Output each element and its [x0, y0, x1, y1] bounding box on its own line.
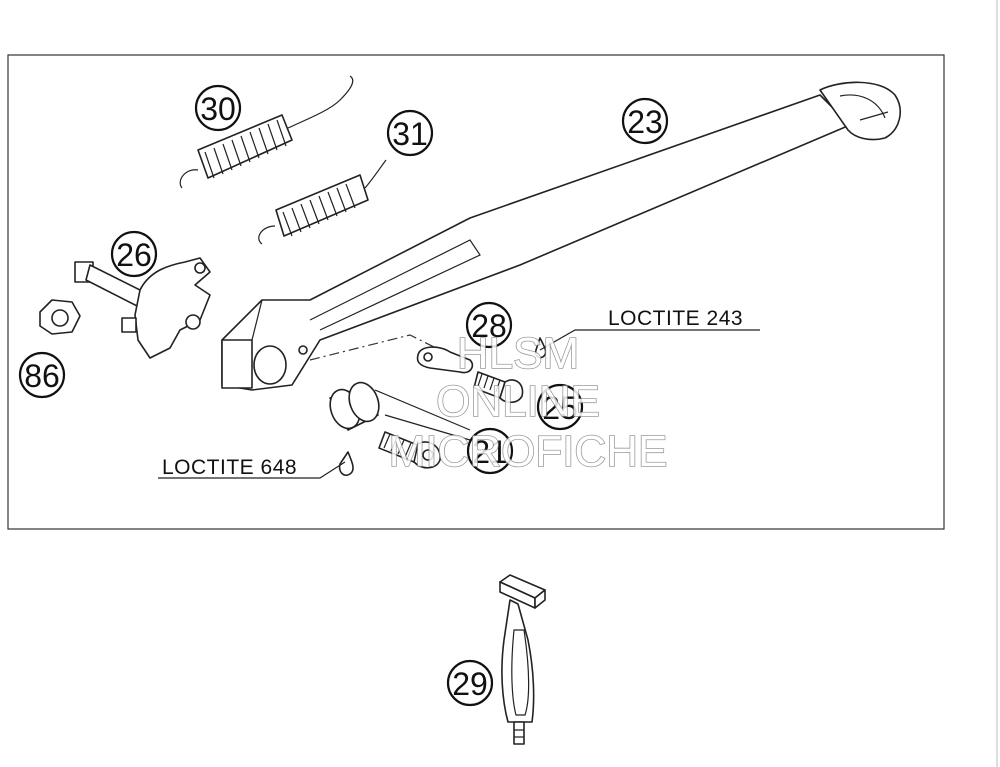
- callout-86[interactable]: 86: [18, 351, 66, 399]
- pivot-bolt[interactable]: [74, 257, 211, 359]
- callout-25[interactable]: 25: [536, 383, 584, 431]
- callout-31[interactable]: 31: [386, 109, 434, 157]
- svg-text:ONLINE: ONLINE: [436, 377, 600, 426]
- svg-text:HLSM: HLSM: [457, 329, 579, 378]
- leader-loctite-243: [539, 329, 760, 351]
- tool-t-handle[interactable]: [499, 574, 546, 745]
- callout-28[interactable]: 28: [465, 301, 513, 349]
- loctite-drop-icon: [338, 451, 354, 477]
- callout-29[interactable]: 29: [446, 659, 494, 707]
- callout-21[interactable]: 21: [466, 427, 514, 475]
- callout-26[interactable]: 26: [110, 230, 158, 278]
- watermark: HLSM ONLINE MICROFICHE: [388, 328, 668, 477]
- svg-text:26: 26: [116, 237, 152, 273]
- svg-text:23: 23: [627, 104, 663, 140]
- svg-text:MICROFICHE: MICROFICHE: [389, 427, 668, 476]
- note-loctite-243: LOCTITE 243: [608, 307, 743, 330]
- svg-text:29: 29: [452, 666, 488, 702]
- svg-text:86: 86: [24, 358, 60, 394]
- spring-upper[interactable]: [179, 75, 354, 189]
- bolt-large[interactable]: [378, 431, 441, 469]
- note-loctite-648: LOCTITE 648: [162, 456, 297, 479]
- svg-text:25: 25: [542, 390, 578, 426]
- retaining-plate[interactable]: [416, 346, 474, 374]
- svg-text:31: 31: [392, 116, 428, 152]
- diagram-frame: [7, 54, 945, 530]
- spring-lower[interactable]: [258, 159, 387, 245]
- svg-text:30: 30: [200, 91, 236, 127]
- leader-loctite-648: [158, 461, 346, 479]
- callout-30[interactable]: 30: [194, 84, 242, 132]
- flange-nut[interactable]: [39, 299, 81, 335]
- svg-text:21: 21: [472, 434, 508, 470]
- side-stand-leg[interactable]: [221, 81, 901, 391]
- callout-23[interactable]: 23: [621, 97, 669, 145]
- loctite-drop-icon: [534, 337, 547, 359]
- bolt-small[interactable]: [473, 371, 524, 404]
- assembly-line: [309, 334, 441, 361]
- svg-text:28: 28: [471, 308, 507, 344]
- bushing[interactable]: [325, 378, 471, 441]
